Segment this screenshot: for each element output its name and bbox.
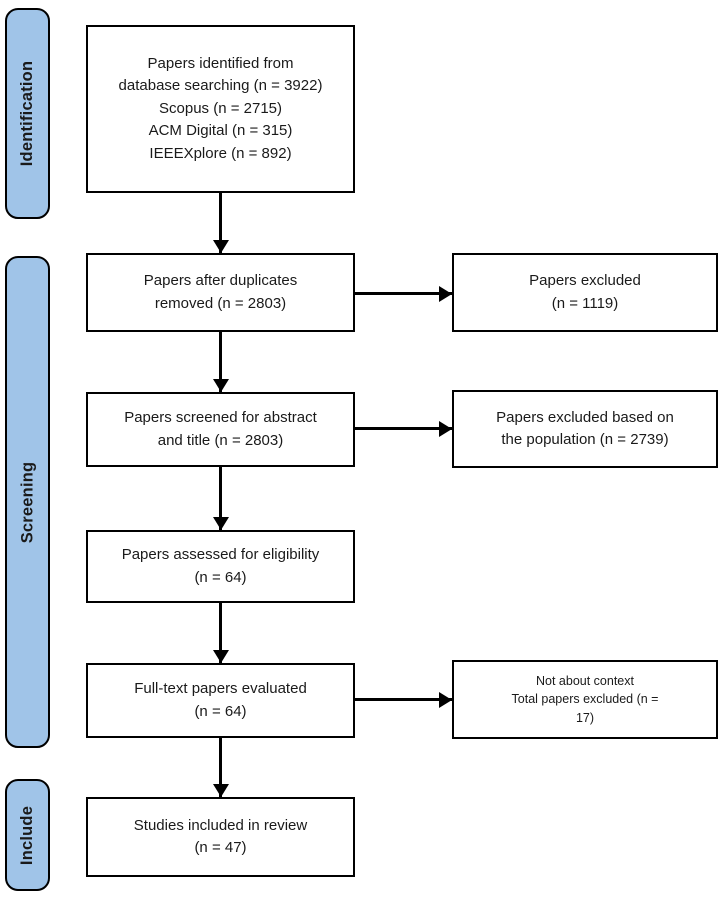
box-duplicates-removed-line: Papers after duplicates: [143, 272, 298, 289]
box-papers-excluded-context: Not about context Total papers excluded …: [452, 660, 718, 739]
box-fulltext-evaluated: Full-text papers evaluated (n = 64): [86, 663, 355, 738]
box-studies-included-line: (n = 47): [194, 839, 247, 856]
box-fulltext-evaluated-line: (n = 64): [194, 702, 247, 720]
box-papers-excluded-context-line: 17): [575, 710, 595, 725]
box-studies-included: Studies included in review (n = 47): [86, 797, 355, 877]
stage-rail-include: Include: [5, 779, 50, 891]
box-papers-eligibility-line: (n = 64): [194, 568, 247, 586]
stage-label-include: Include: [18, 805, 37, 865]
box-papers-excluded-duplicates-line: Papers excluded: [529, 272, 641, 289]
box-papers-identified-line: database searching (n = 3922): [118, 77, 323, 95]
box-studies-included-line: Studies included in review: [133, 816, 308, 834]
box-papers-identified-line: Papers identified from: [147, 54, 294, 72]
arrow-screened-to-eligibility: [219, 467, 222, 530]
box-papers-screened: Papers screened for abstract and title (…: [86, 392, 355, 467]
box-papers-identified-line: Scopus (n = 2715): [159, 99, 282, 117]
box-duplicates-removed-line: removed (n = 2803): [154, 294, 287, 312]
box-papers-screened-line: and title (n = 2803): [157, 431, 284, 449]
box-papers-identified: Papers identified from database searchin…: [86, 25, 355, 193]
box-papers-eligibility: Papers assessed for eligibility (n = 64): [86, 530, 355, 603]
box-papers-excluded-duplicates: Papers excluded (n = 1119): [452, 253, 718, 332]
arrow-duplicates-to-screened: [219, 332, 222, 392]
box-papers-excluded-duplicates-line: (n = 1119): [551, 294, 619, 312]
box-papers-excluded-population-line: the population (n = 2739): [501, 431, 669, 448]
arrow-eligibility-to-fulltext: [219, 603, 222, 663]
box-duplicates-removed: Papers after duplicates removed (n = 280…: [86, 253, 355, 332]
arrow-fulltext-to-included: [219, 738, 222, 797]
box-papers-excluded-population: Papers excluded based on the population …: [452, 390, 718, 468]
box-papers-excluded-population-line: Papers excluded based on: [496, 408, 674, 426]
arrow-fulltext-to-excluded: [355, 698, 452, 701]
box-papers-eligibility-line: Papers assessed for eligibility: [121, 546, 320, 563]
box-fulltext-evaluated-line: Full-text papers evaluated: [134, 680, 307, 697]
box-papers-screened-line: Papers screened for abstract: [124, 409, 317, 426]
stage-rail-screening: Screening: [5, 256, 50, 748]
stage-label-screening: Screening: [18, 461, 37, 543]
stage-label-identification: Identification: [18, 60, 36, 167]
arrow-duplicates-to-excluded: [355, 292, 452, 295]
box-papers-excluded-context-line: Not about context: [536, 674, 634, 689]
box-papers-excluded-context-line: Total papers excluded (n =: [511, 692, 659, 707]
stage-rail-identification: Identification: [5, 8, 50, 219]
box-papers-identified-line: ACM Digital (n = 315): [148, 122, 293, 140]
arrow-screened-to-excluded: [355, 427, 452, 430]
arrow-identified-to-duplicates: [219, 193, 222, 253]
box-papers-identified-line: IEEEXplore (n = 892): [149, 144, 292, 162]
